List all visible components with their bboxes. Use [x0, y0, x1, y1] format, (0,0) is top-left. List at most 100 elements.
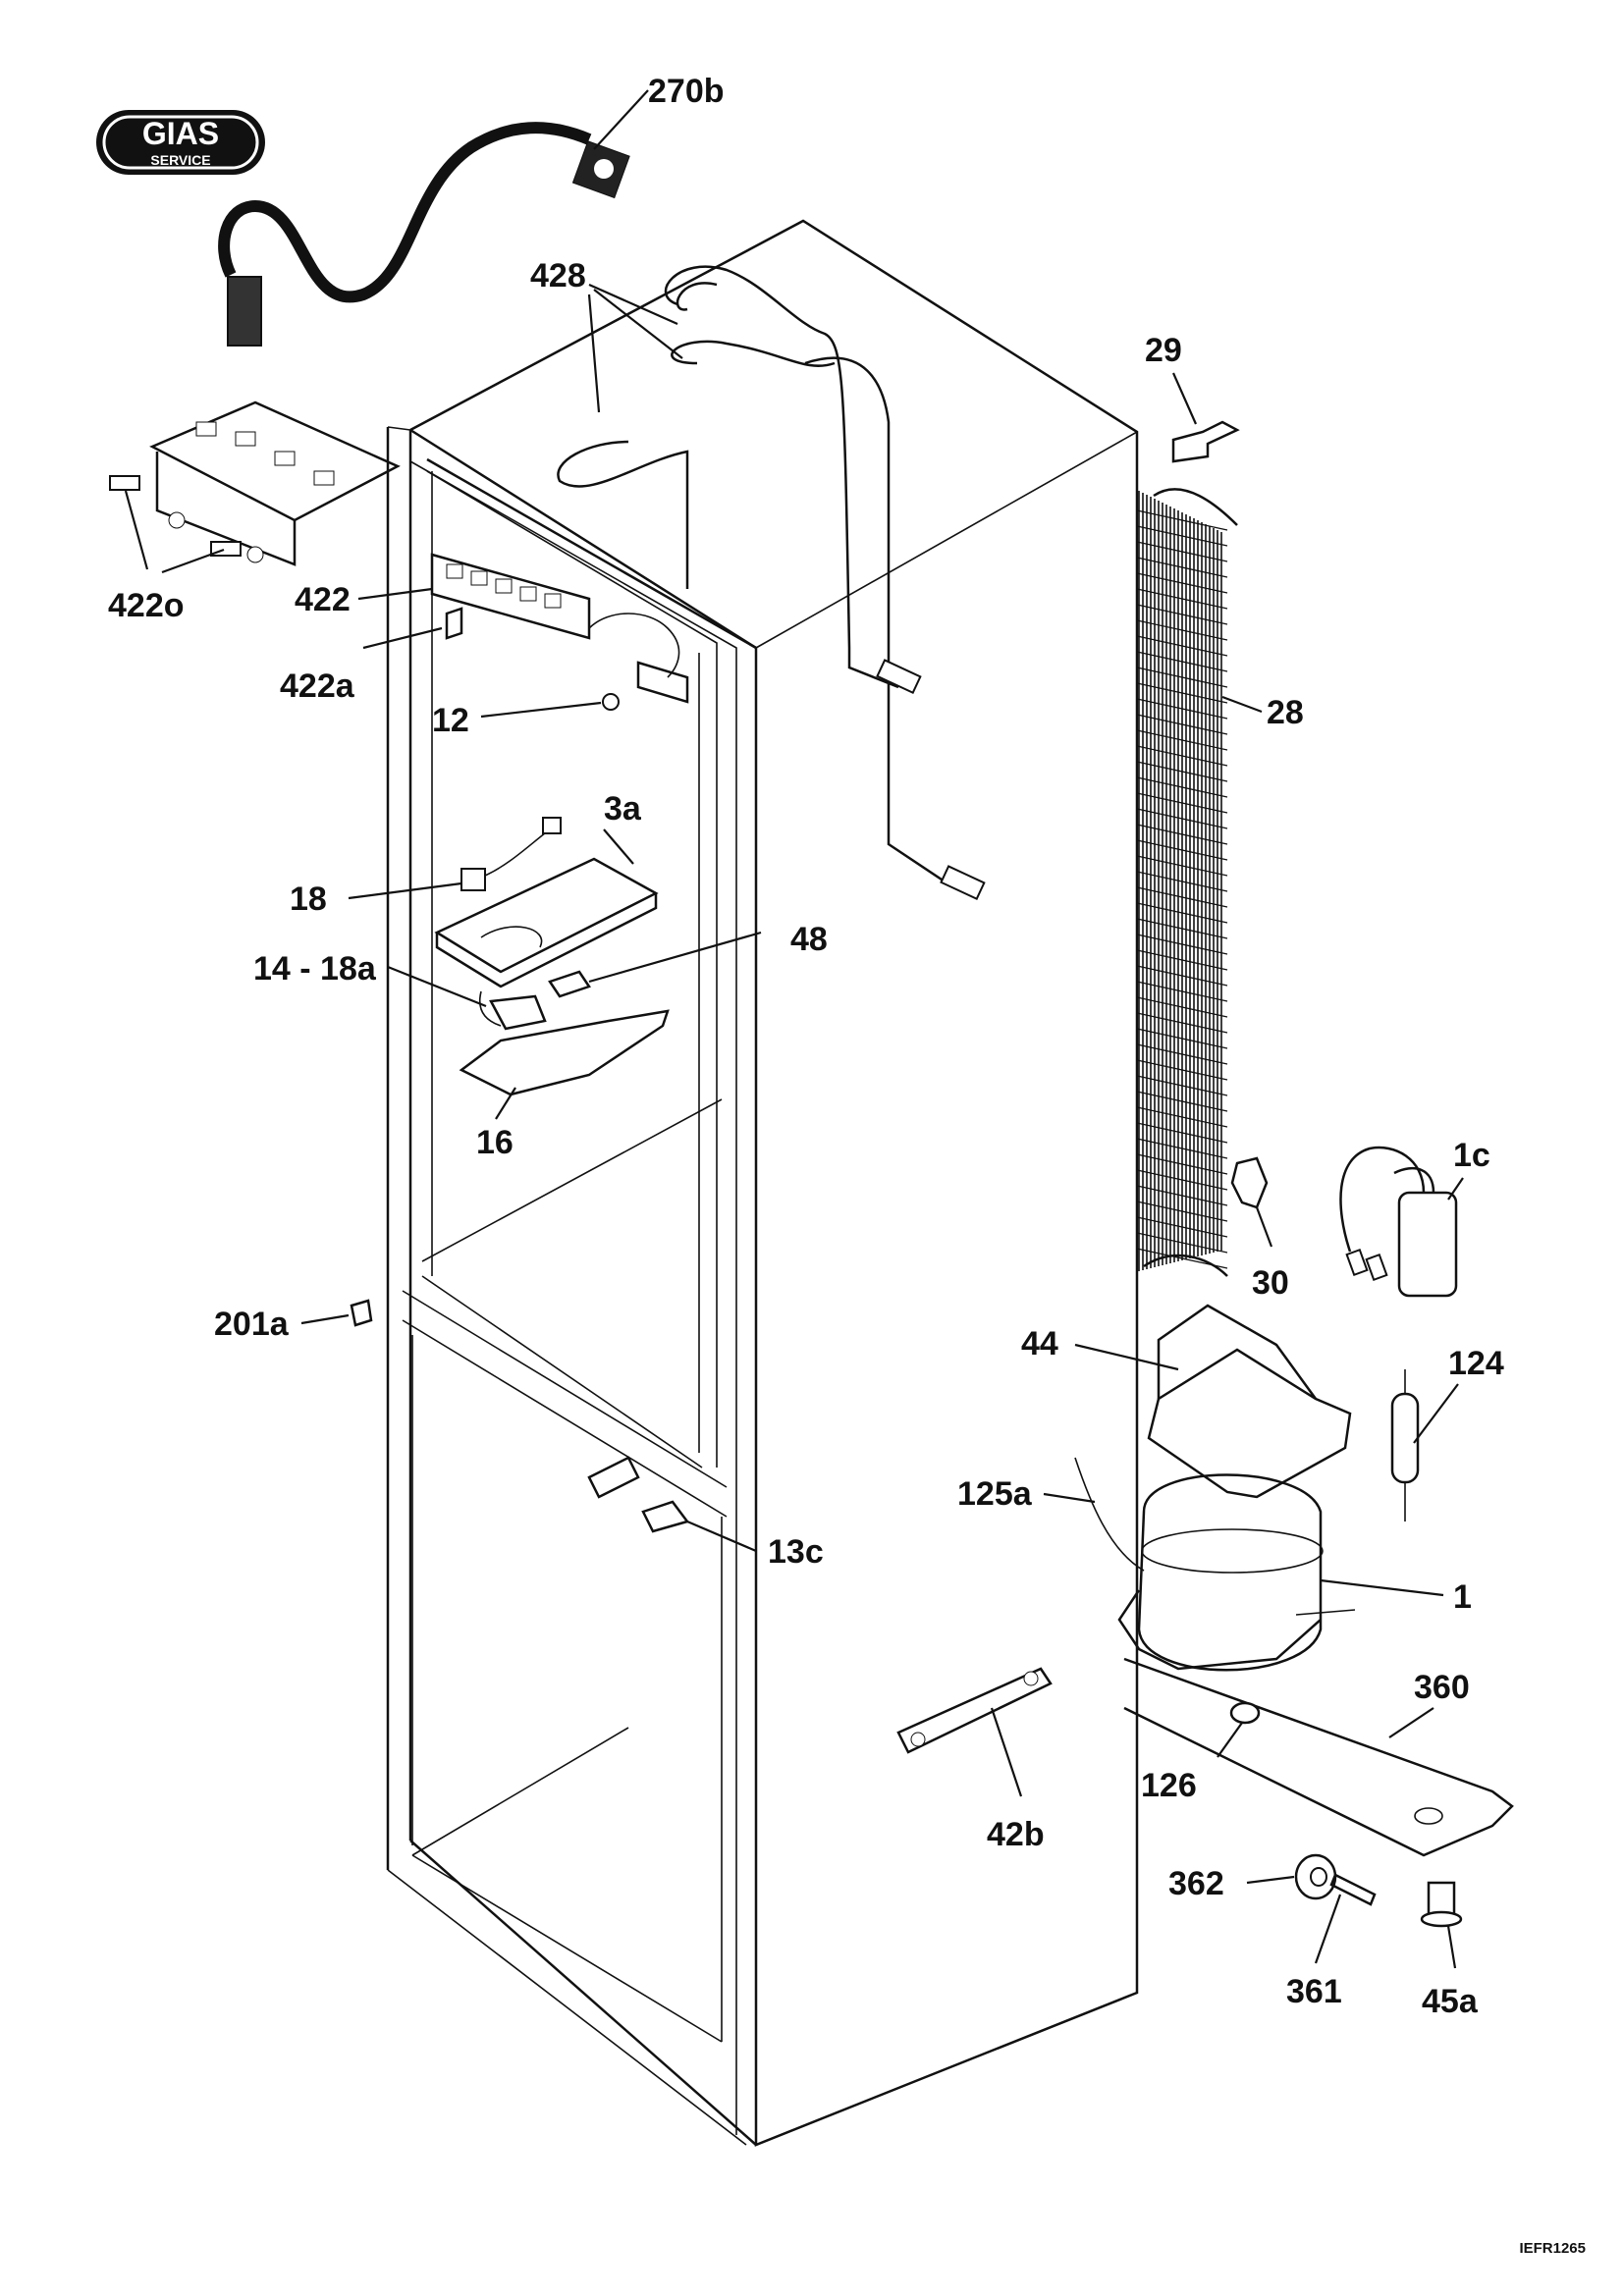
- condenser-wire: [1136, 1232, 1228, 1254]
- condenser-wire: [1136, 1138, 1228, 1159]
- condenser-wire: [1136, 635, 1228, 657]
- label-422o: 422o: [108, 587, 185, 624]
- condenser-wire: [1136, 1216, 1228, 1238]
- condenser-wire: [1136, 667, 1228, 688]
- label-422: 422: [295, 581, 351, 618]
- label-422a: 422a: [280, 667, 355, 705]
- label-14-18a: 14 - 18a: [253, 950, 377, 988]
- label-48: 48: [790, 921, 828, 958]
- condenser-wire: [1136, 1169, 1228, 1191]
- part-labels: 270b 428 29 422o 422 422a 12 28 3a 18 48…: [108, 73, 1504, 2020]
- condenser-wire: [1136, 1075, 1228, 1096]
- condenser-wire: [1136, 698, 1228, 720]
- label-13c: 13c: [768, 1533, 824, 1571]
- lamp-housing-3a: [434, 857, 659, 988]
- clip-30: [1230, 1156, 1269, 1209]
- lamp-48: [548, 970, 591, 998]
- capacitor-1c: [1339, 1146, 1458, 1298]
- condenser-wire: [1136, 965, 1228, 987]
- condenser-wire: [1136, 682, 1228, 704]
- condenser-wire: [1136, 1012, 1228, 1034]
- lampholder-14-18a: [479, 990, 547, 1031]
- plug-201a: [350, 1299, 373, 1327]
- condenser-wire: [1136, 871, 1228, 892]
- condenser-wire: [1136, 1106, 1228, 1128]
- condenser-wire: [1136, 1043, 1228, 1065]
- label-12: 12: [432, 702, 469, 739]
- label-362: 362: [1168, 1865, 1224, 1902]
- label-30: 30: [1252, 1264, 1289, 1302]
- wiring-harness-270b: [218, 122, 630, 347]
- gias-service-logo: GIAS SERVICE: [96, 110, 265, 175]
- label-124: 124: [1448, 1345, 1504, 1382]
- label-42b: 42b: [987, 1816, 1045, 1853]
- control-board-422: [149, 400, 401, 566]
- condenser-wire: [1136, 509, 1228, 531]
- condenser-wire: [1136, 541, 1228, 562]
- condenser-wire: [1136, 996, 1228, 1018]
- thermostat-12: [602, 661, 689, 711]
- label-361: 361: [1286, 1973, 1342, 2010]
- logo-sub: SERVICE: [150, 152, 210, 168]
- label-201a: 201a: [214, 1306, 290, 1343]
- condenser-wire: [1136, 714, 1228, 735]
- compressor-1: [1074, 1457, 1356, 1672]
- condenser-wire: [1136, 1248, 1228, 1269]
- condenser-wire: [1136, 934, 1228, 955]
- lamp-cover-16: [459, 1009, 670, 1096]
- label-428: 428: [530, 257, 586, 294]
- condenser-wire: [1136, 588, 1228, 610]
- label-126: 126: [1141, 1767, 1197, 1804]
- bracket-29: [1171, 420, 1240, 463]
- condenser-wire: [1136, 1122, 1228, 1144]
- bushing-362: [1294, 1853, 1337, 1900]
- condenser-wire: [1136, 1059, 1228, 1081]
- condenser-wire: [1136, 839, 1228, 861]
- condenser-wire: [1136, 572, 1228, 594]
- clip-422a: [445, 607, 463, 640]
- drier-filter-124: [1390, 1369, 1420, 1522]
- label-3a: 3a: [604, 790, 642, 828]
- condenser-wire: [1136, 525, 1228, 547]
- label-29: 29: [1145, 332, 1182, 369]
- label-270b: 270b: [648, 73, 725, 110]
- condenser-wire: [1136, 824, 1228, 845]
- condenser-bend: [1143, 1254, 1228, 1277]
- foot-45a: [1420, 1881, 1463, 1928]
- label-125a: 125a: [957, 1475, 1033, 1513]
- condenser-wire: [1136, 729, 1228, 751]
- pin-361: [1329, 1873, 1377, 1906]
- condenser-wire: [1136, 1201, 1228, 1222]
- condenser-wire: [1136, 761, 1228, 782]
- condenser-bend: [1153, 488, 1238, 526]
- handle-42b: [896, 1667, 1053, 1754]
- drawing-code: IEFR1265: [1519, 2240, 1586, 2257]
- condenser-wire: [1136, 1091, 1228, 1112]
- refrigerator-cabinet: [386, 219, 1139, 2147]
- peg: [587, 1456, 640, 1499]
- condenser-wire: [1136, 604, 1228, 625]
- label-1: 1: [1453, 1578, 1472, 1616]
- evaporator-tubes-428: [557, 265, 986, 901]
- condenser-wire: [1136, 808, 1228, 829]
- label-1c: 1c: [1453, 1137, 1490, 1174]
- control-panel-422: [430, 553, 680, 678]
- condenser-wire: [1136, 792, 1228, 814]
- condenser-wire: [1136, 902, 1228, 924]
- label-360: 360: [1414, 1669, 1470, 1706]
- condenser-wire: [1136, 619, 1228, 641]
- drip-tray-44: [1147, 1304, 1352, 1499]
- leader-lines: [124, 89, 1464, 1969]
- condenser-wire: [1136, 745, 1228, 767]
- condenser-28: [1136, 488, 1238, 1277]
- label-16: 16: [476, 1124, 514, 1161]
- condenser-wire: [1136, 1153, 1228, 1175]
- condenser-wire: [1136, 918, 1228, 939]
- label-45a: 45a: [1422, 1983, 1479, 2020]
- label-44: 44: [1021, 1325, 1058, 1362]
- label-18: 18: [290, 881, 327, 918]
- grommet-126: [1229, 1701, 1261, 1725]
- condenser-wire: [1136, 1028, 1228, 1049]
- condenser-wire: [1136, 1185, 1228, 1206]
